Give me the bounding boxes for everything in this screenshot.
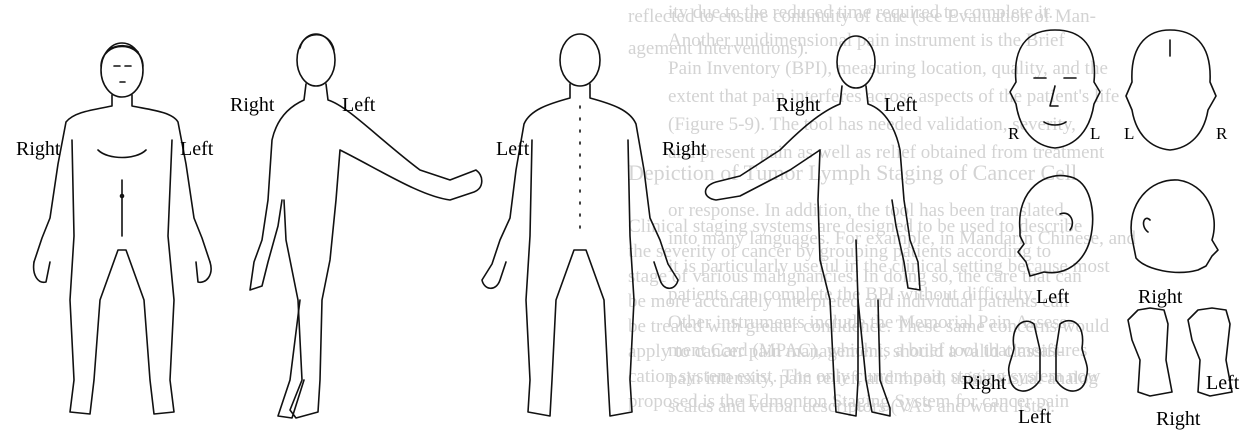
side-body-figure-right [706, 36, 921, 416]
face-l-label: L [1090, 124, 1100, 144]
foot-right-label-2: Right [1156, 408, 1200, 431]
profile-head-right-label: Right [1138, 286, 1182, 309]
foot-top-figure-1 [1128, 308, 1172, 396]
profile-head-right-figure [1131, 180, 1218, 272]
back-head-figure [1126, 30, 1216, 150]
back-right-label: Right [662, 138, 706, 161]
side2-left-label: Left [884, 94, 917, 117]
foot-left-label-2: Left [1018, 406, 1051, 429]
back-left-label: Left [496, 138, 529, 161]
foot-sole-figure-2 [1056, 321, 1087, 391]
side-right-label: Right [230, 94, 274, 117]
foot-left-label-1: Left [1206, 372, 1239, 395]
back-head-l-label: L [1124, 124, 1134, 144]
side-left-label: Left [342, 94, 375, 117]
back-body-figure [482, 34, 678, 416]
face-r-label: R [1008, 124, 1019, 144]
front-body-figure [34, 43, 211, 414]
profile-head-left-figure [1018, 176, 1093, 276]
profile-head-left-label: Left [1036, 286, 1069, 309]
back-head-r-label: R [1216, 124, 1227, 144]
front-face-figure [1010, 30, 1100, 148]
front-right-label: Right [16, 138, 60, 161]
side2-right-label: Right [776, 94, 820, 117]
foot-sole-figure-1 [1009, 321, 1040, 391]
front-left-label: Left [180, 138, 213, 161]
foot-right-label-1: Right [962, 372, 1006, 395]
side-body-figure [250, 34, 482, 418]
